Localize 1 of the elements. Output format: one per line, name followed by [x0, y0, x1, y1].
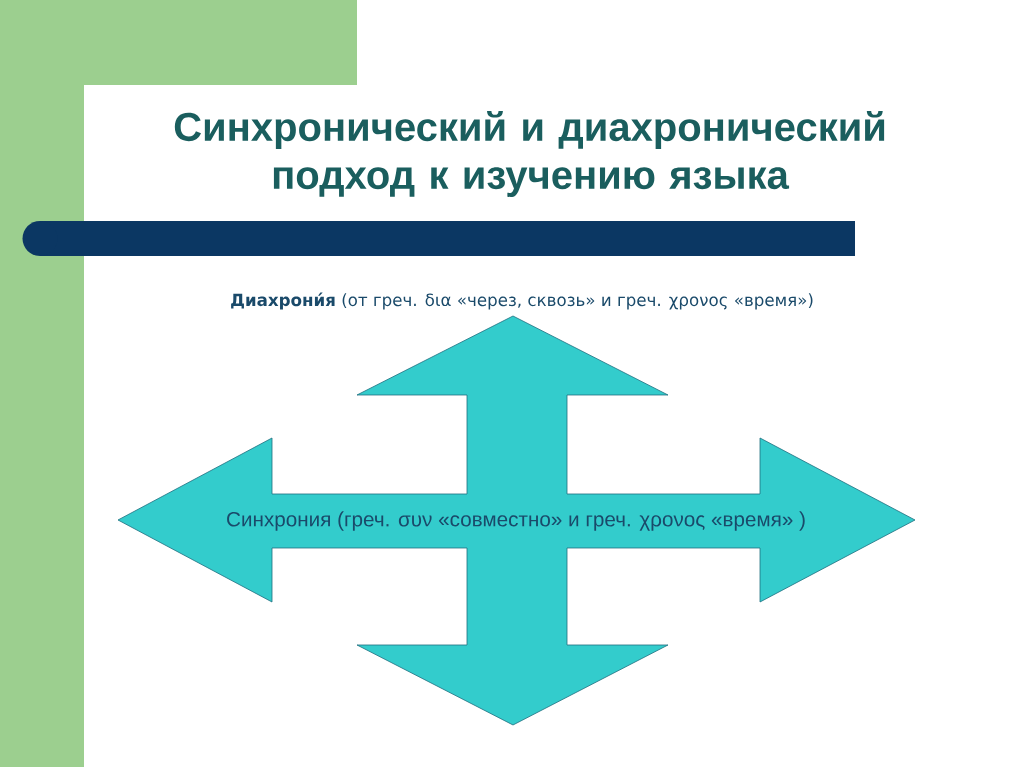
title: Синхронический и диахронический подход к изучению языка [174, 110, 885, 198]
